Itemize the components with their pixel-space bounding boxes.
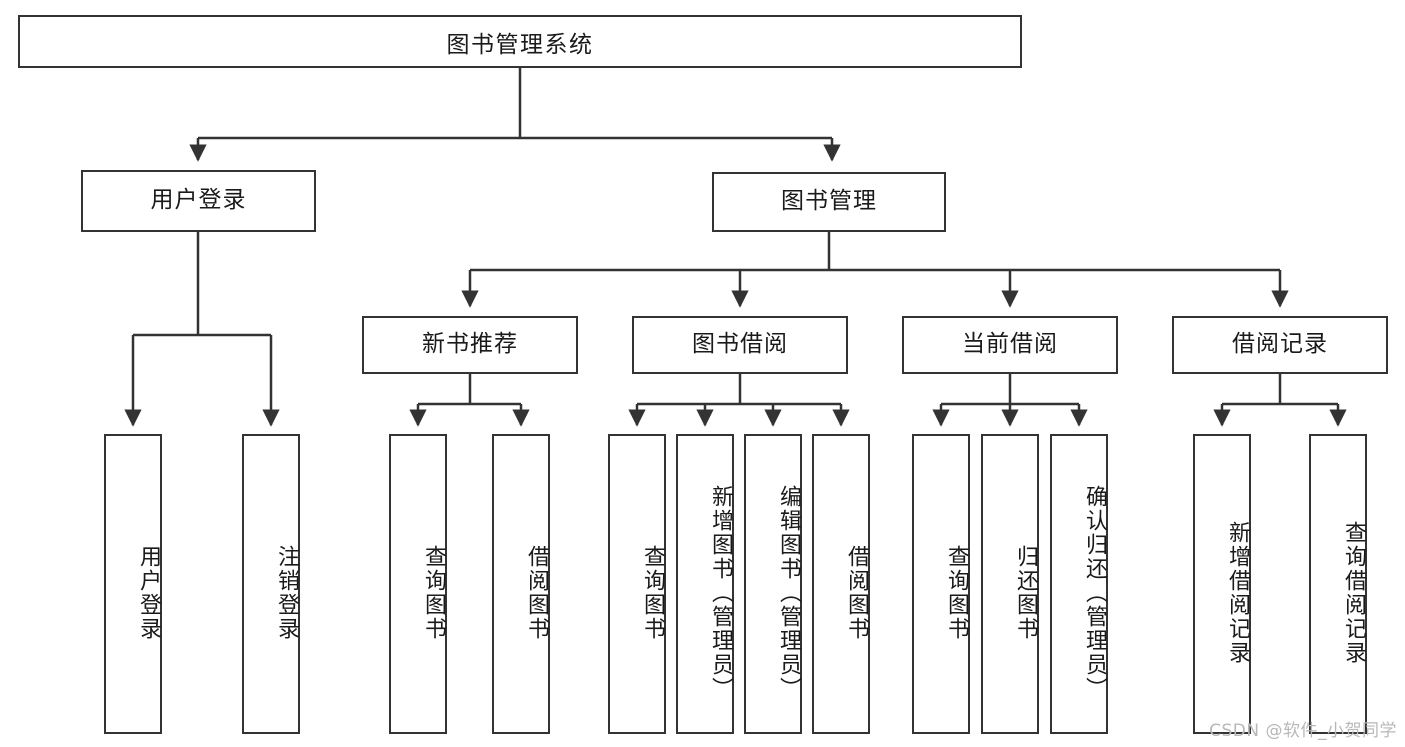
node-label: 查询图书 <box>421 545 446 641</box>
node-leaf-query-book-3[interactable]: 查询图书 <box>912 434 970 734</box>
node-leaf-borrow-book-2[interactable]: 借阅图书 <box>812 434 870 734</box>
node-label: 归还图书 <box>1013 545 1038 641</box>
watermark: CSDN @软件_小贺同学 <box>1209 721 1397 741</box>
node-borrow-record[interactable]: 借阅记录 <box>1172 316 1388 374</box>
node-current-borrow[interactable]: 当前借阅 <box>902 316 1118 374</box>
node-label: 用户登录 <box>150 187 247 214</box>
node-label: 当前借阅 <box>962 331 1058 358</box>
node-label: 新书推荐 <box>422 331 518 358</box>
node-label: 图书管理系统 <box>446 31 594 58</box>
node-leaf-edit-book[interactable]: 编辑图书（管理员） <box>744 434 802 734</box>
node-label: 用户登录 <box>136 545 161 641</box>
node-label: 借阅记录 <box>1232 331 1328 358</box>
node-leaf-logout-login[interactable]: 注销登录 <box>242 434 300 734</box>
node-new-book-rec[interactable]: 新书推荐 <box>362 316 578 374</box>
node-label: 新增图书（管理员） <box>708 485 733 701</box>
node-label: 确认归还（管理员） <box>1082 485 1107 701</box>
node-book-borrow[interactable]: 图书借阅 <box>632 316 848 374</box>
node-leaf-query-record[interactable]: 查询借阅记录 <box>1309 434 1367 734</box>
node-user-login[interactable]: 用户登录 <box>81 170 316 232</box>
node-leaf-query-book-1[interactable]: 查询图书 <box>389 434 447 734</box>
node-label: 注销登录 <box>274 545 299 641</box>
node-label: 编辑图书（管理员） <box>776 485 801 701</box>
node-leaf-add-record[interactable]: 新增借阅记录 <box>1193 434 1251 734</box>
node-label: 查询借阅记录 <box>1341 521 1366 665</box>
node-label: 查询图书 <box>944 545 969 641</box>
node-leaf-add-book[interactable]: 新增图书（管理员） <box>676 434 734 734</box>
node-root-system[interactable]: 图书管理系统 <box>18 15 1022 68</box>
node-leaf-user-login[interactable]: 用户登录 <box>104 434 162 734</box>
node-label: 借阅图书 <box>524 545 549 641</box>
node-leaf-return-book[interactable]: 归还图书 <box>981 434 1039 734</box>
node-leaf-borrow-book-1[interactable]: 借阅图书 <box>492 434 550 734</box>
node-label: 图书借阅 <box>692 331 788 358</box>
node-leaf-query-book-2[interactable]: 查询图书 <box>608 434 666 734</box>
node-label: 新增借阅记录 <box>1225 521 1250 665</box>
node-book-manage[interactable]: 图书管理 <box>712 172 946 232</box>
node-label: 图书管理 <box>781 188 877 215</box>
node-label: 查询图书 <box>640 545 665 641</box>
node-leaf-confirm-return[interactable]: 确认归还（管理员） <box>1050 434 1108 734</box>
node-label: 借阅图书 <box>844 545 869 641</box>
